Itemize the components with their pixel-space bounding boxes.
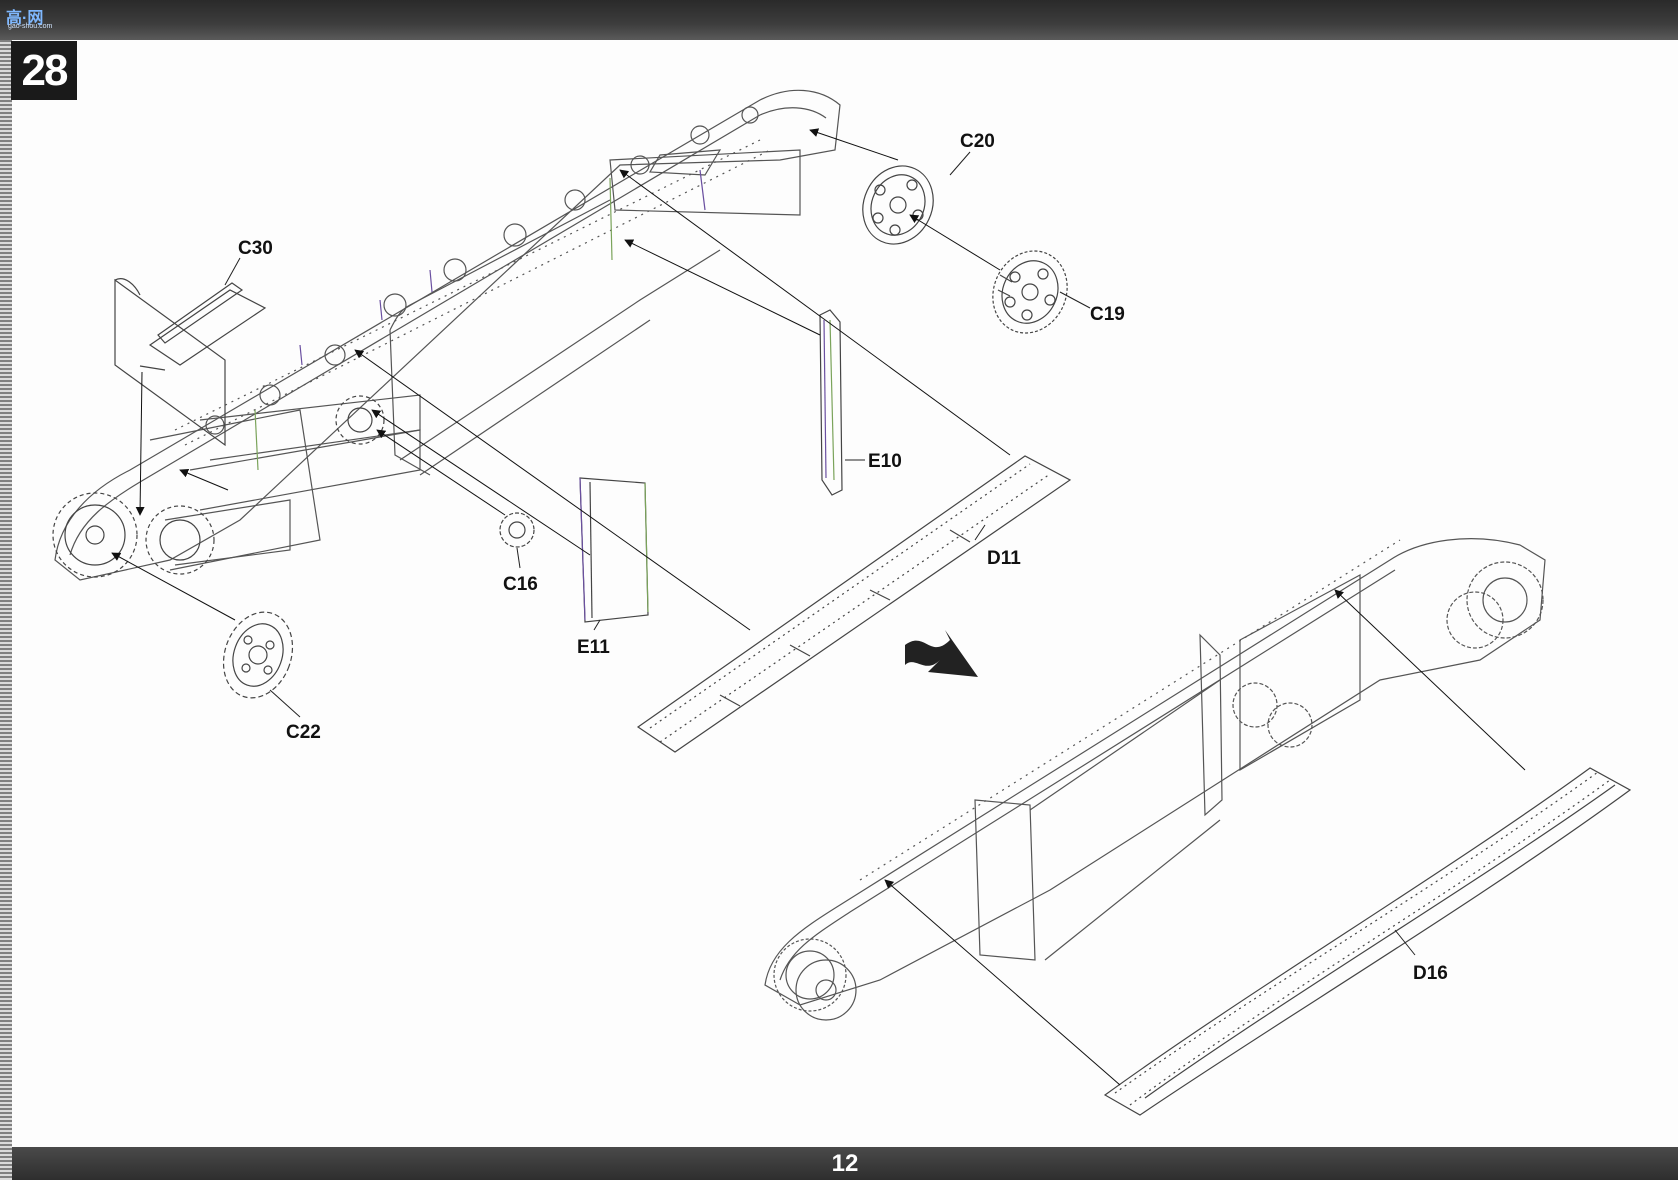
label-e10: E10: [868, 451, 902, 472]
label-c22: C22: [286, 722, 321, 743]
header-band: [0, 0, 1678, 40]
part-c30-plate: [114, 278, 267, 447]
site-logo: 高·网 gao-shou.com: [6, 4, 72, 34]
step-number: 28: [11, 41, 77, 100]
part-c16-gear: [499, 512, 535, 548]
assembled-hull-side: [764, 538, 1546, 1021]
part-d11-rail: [636, 455, 1072, 753]
assembly-arrows: [111, 128, 1526, 1086]
logo-subtext: gao-shou.com: [8, 23, 53, 30]
part-c19-wheel: [992, 250, 1068, 334]
page-number: 12: [831, 1150, 859, 1177]
logo-text: 高·网: [6, 10, 44, 27]
label-e11: E11: [577, 637, 610, 658]
transition-arrow: [905, 630, 978, 677]
label-d11: D11: [987, 548, 1021, 569]
label-c19: C19: [1090, 304, 1125, 325]
part-d16-rail: [1103, 767, 1632, 1116]
scan-edge: [0, 40, 12, 1180]
label-c20: C20: [960, 131, 995, 152]
part-e10-bracket: [819, 309, 843, 496]
part-e11-bracket: [579, 477, 649, 623]
leader-lines: [224, 151, 1416, 956]
part-c22-sprocket: [222, 611, 294, 699]
part-c20-wheel: [862, 165, 934, 245]
label-d16: D16: [1413, 963, 1448, 984]
front-sprocket-left: [52, 395, 385, 578]
hull-side-frame: [54, 89, 841, 581]
label-c16: C16: [503, 574, 538, 595]
label-c30: C30: [238, 238, 273, 259]
footer-band: [12, 1147, 1678, 1180]
